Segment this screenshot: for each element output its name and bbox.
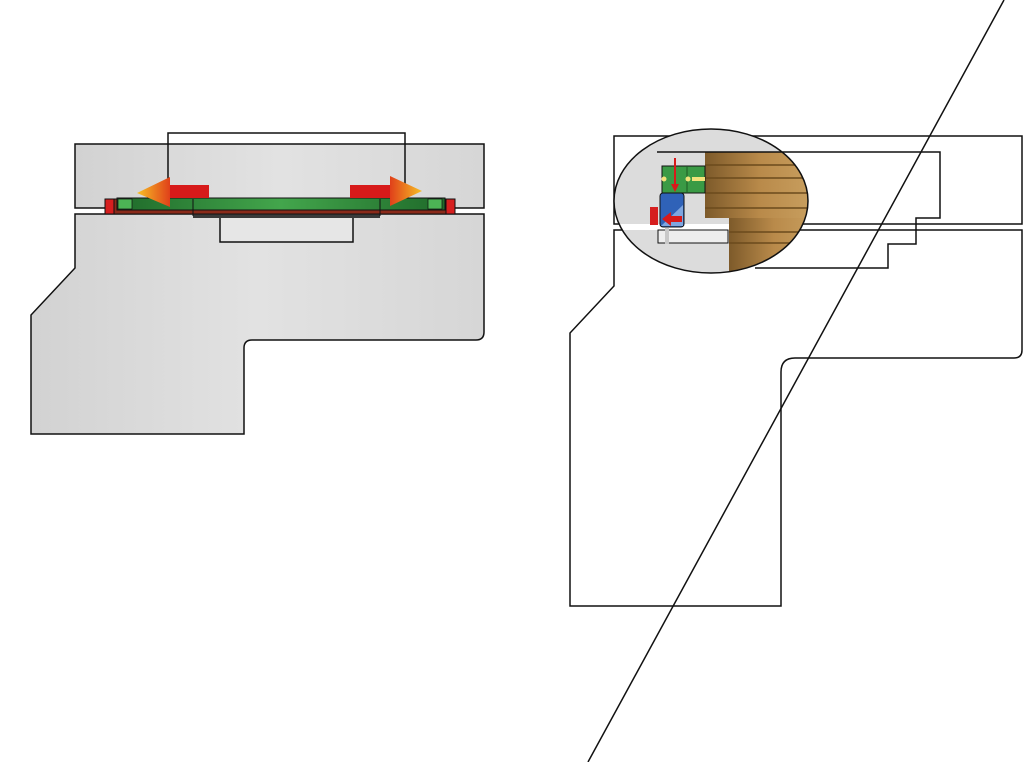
upper-recess-outline bbox=[167, 132, 406, 190]
force-arrow-left-icon bbox=[662, 212, 682, 226]
red-end-left bbox=[104, 198, 115, 215]
inner-profile-outline bbox=[657, 151, 941, 269]
right-assembly bbox=[569, 0, 1023, 762]
left-assembly bbox=[30, 132, 485, 435]
expansion-arrow-left-icon bbox=[137, 177, 209, 207]
inner-cavity bbox=[657, 229, 729, 244]
green-strip bbox=[116, 197, 446, 211]
lower-base-outline bbox=[569, 229, 1023, 607]
detail-ellipse bbox=[614, 129, 808, 273]
lower-base-block bbox=[30, 213, 485, 435]
section-line bbox=[587, 0, 1005, 762]
red-end-right bbox=[445, 198, 456, 215]
lower-pocket bbox=[219, 213, 354, 243]
green-pad-right bbox=[427, 198, 443, 210]
upper-plate bbox=[74, 143, 485, 209]
expansion-arrow-right-icon bbox=[350, 176, 422, 206]
red-stop bbox=[650, 207, 658, 225]
detail-ellipse-outline bbox=[613, 128, 809, 274]
wood-element-upper bbox=[705, 152, 808, 218]
force-arrow-down-icon bbox=[671, 158, 679, 192]
green-pad-left bbox=[117, 198, 133, 210]
